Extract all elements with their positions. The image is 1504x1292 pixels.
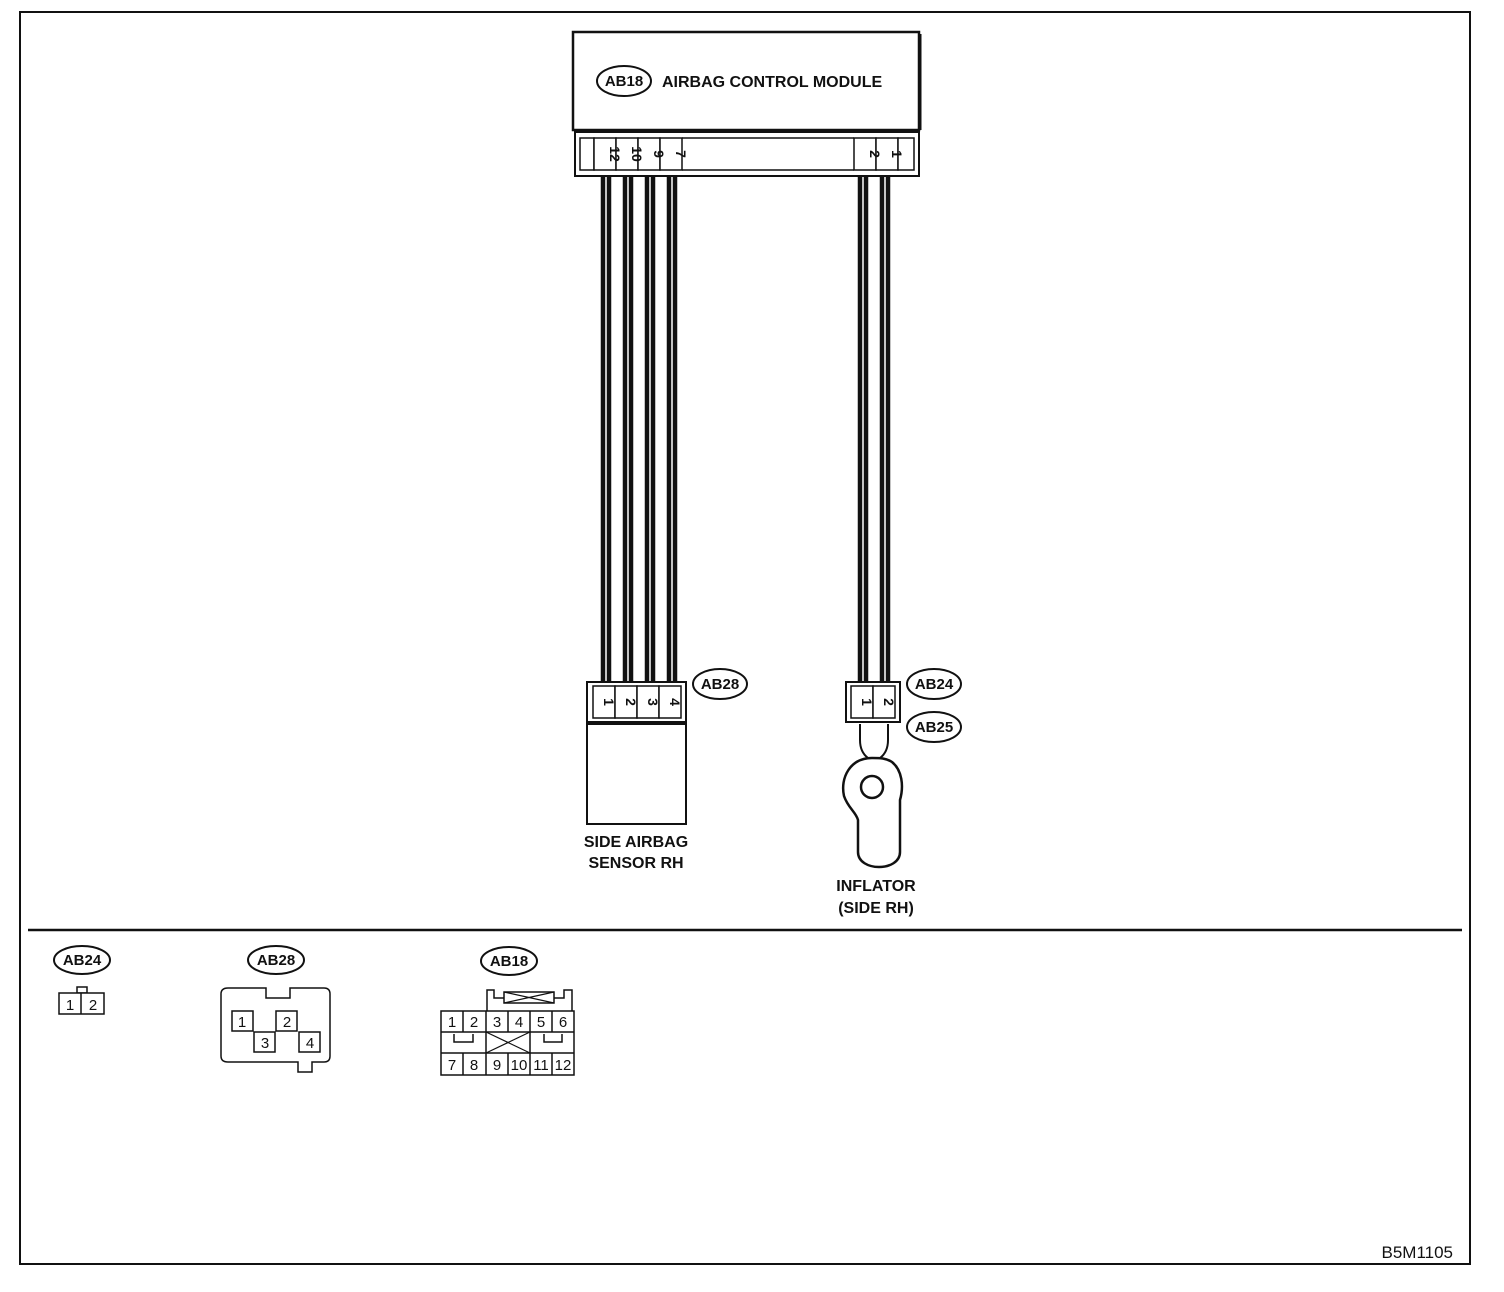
ab18-pin-label: 12 — [555, 1057, 572, 1074]
inflator-code-oval-bottom — [906, 711, 962, 743]
connector-view-ab24[interactable]: AB24 1 2 — [53, 945, 111, 1015]
inflator-pin-label: 1 — [859, 698, 875, 706]
sensor-label-line1: SIDE AIRBAG — [584, 834, 688, 851]
ab28-pin-label: 1 — [238, 1014, 246, 1031]
module-pin-label: 7 — [673, 150, 689, 158]
inflator-body — [841, 756, 904, 869]
module-pin-label: 2 — [867, 150, 883, 158]
sensor-label-line2: SENSOR RH — [588, 855, 683, 872]
inflator-lead — [859, 724, 889, 759]
module-name: AIRBAG CONTROL MODULE — [662, 74, 882, 91]
inflator-code-oval-top — [906, 668, 962, 700]
ab24-pin-label: 2 — [89, 997, 97, 1014]
inflator-harness — [857, 176, 891, 682]
ab18-code: AB18 — [490, 953, 528, 970]
ab24-code-oval — [53, 945, 111, 975]
module-pin-label: 1 — [889, 150, 905, 158]
sensor-code-oval — [692, 668, 748, 700]
ab28-code: AB28 — [257, 952, 295, 969]
sensor-body — [586, 723, 687, 825]
ab18-pin-label: 4 — [515, 1014, 523, 1031]
diagram-frame — [19, 11, 1471, 1265]
inflator-label-line1: INFLATOR — [836, 878, 916, 895]
sensor-pin-label: 3 — [645, 698, 661, 706]
ab18-pin-label: 8 — [470, 1057, 478, 1074]
ab18-code-oval — [480, 946, 538, 976]
ab18-pin-label: 1 — [448, 1014, 456, 1031]
ab18-pin-label: 2 — [470, 1014, 478, 1031]
ab28-code-oval — [247, 945, 305, 975]
side-airbag-sensor[interactable]: 1 2 3 4 AB28 SIDE AIRBAG SENSOR RH — [584, 668, 748, 872]
ab28-pin-label: 3 — [261, 1035, 269, 1052]
ab18-pin-label: 11 — [533, 1057, 549, 1074]
ab24-pin-label: 1 — [66, 997, 74, 1014]
connector-view-ab18[interactable]: AB18 1 2 3 4 5 6 7 8 9 10 — [440, 946, 575, 1076]
ab24-code: AB24 — [63, 952, 102, 969]
module-pin-7 — [659, 137, 683, 171]
sensor-pin-label: 4 — [667, 698, 683, 706]
airbag-control-module[interactable]: AB18 AIRBAG CONTROL MODULE — [571, 30, 922, 132]
ab18-pin-label: 7 — [448, 1057, 456, 1074]
inflator-mount-hole — [859, 774, 885, 800]
sensor-pin-label: 2 — [623, 698, 639, 706]
ab18-pin-label: 9 — [493, 1057, 501, 1074]
ab28-pin-label: 2 — [283, 1014, 291, 1031]
sensor-harness — [600, 176, 678, 682]
ab18-pin-label: 10 — [511, 1057, 528, 1074]
inflator[interactable]: 1 2 AB24 AB25 INFLATOR (SIDE RH) — [836, 668, 962, 917]
inflator-label-line2: (SIDE RH) — [838, 900, 914, 917]
module-pin-label: 10 — [629, 146, 645, 162]
module-code: AB18 — [605, 73, 643, 90]
connector-view-ab28[interactable]: AB28 1 2 3 4 — [220, 945, 331, 1073]
module-connector: 12 10 9 7 2 1 — [574, 131, 920, 177]
sensor-code: AB28 — [701, 676, 739, 693]
ab18-pin-label: 6 — [559, 1014, 567, 1031]
module-pin-label: 9 — [651, 150, 667, 158]
ab18-pin-label: 5 — [537, 1014, 545, 1031]
module-code-oval — [596, 65, 652, 97]
ab18-pin-label: 3 — [493, 1014, 501, 1031]
inflator-code-top: AB24 — [915, 676, 954, 693]
inflator-code-bottom: AB25 — [915, 719, 953, 736]
ab28-pin-label: 4 — [306, 1035, 314, 1052]
module-pin-label: 12 — [607, 146, 623, 162]
inflator-pin-label: 2 — [881, 698, 897, 706]
figure-code: B5M1105 — [1381, 1243, 1453, 1262]
sensor-pin-label: 1 — [601, 698, 617, 706]
